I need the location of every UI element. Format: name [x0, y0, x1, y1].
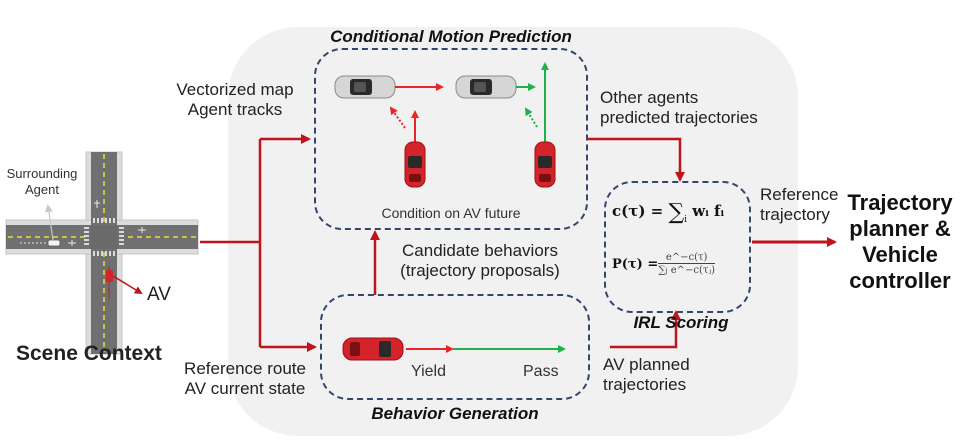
candidate-line2: (trajectory proposals): [400, 261, 560, 280]
av-label: AV: [147, 284, 171, 305]
prob-fraction: e^−c(τ) ∑j e^−c(τⱼ): [658, 252, 716, 276]
output-line1: Trajectory: [847, 190, 953, 215]
route-input-line1: Reference route: [184, 359, 306, 378]
behavior-box: [320, 294, 590, 400]
cost-formula-rhs: wᵢ fᵢ: [692, 202, 725, 220]
reference-line2: trajectory: [760, 205, 830, 224]
surrounding-agent-line1: Surrounding: [6, 166, 78, 181]
output-line2: planner &: [849, 216, 951, 241]
intersection-map: [5, 151, 199, 355]
av-car-map-icon: [106, 270, 113, 282]
av-planned-line1: AV planned: [603, 355, 690, 374]
other-agents-label: Other agents predicted trajectories: [600, 88, 800, 128]
av-planned-label: AV planned trajectories: [603, 355, 743, 395]
surrounding-agent-car-icon: [47, 239, 61, 247]
irl-box: [604, 181, 751, 313]
cost-formula-lhs: c(τ) =: [612, 202, 669, 220]
prediction-box: [314, 48, 588, 230]
pass-label: Pass: [523, 363, 559, 380]
behavior-scene: [342, 337, 566, 361]
output-line3: Vehicle: [862, 242, 938, 267]
prob-denominator: e^−c(τⱼ): [670, 265, 716, 276]
av-car-icon: [404, 141, 426, 188]
route-inputs-label: Reference route AV current state: [170, 359, 320, 399]
other-agents-line2: predicted trajectories: [600, 108, 758, 127]
av-car-icon: [342, 337, 404, 361]
scene-context-title: Scene Context: [16, 342, 162, 365]
irl-title: IRL Scoring: [633, 313, 729, 332]
map-input-line1: Vectorized map: [176, 80, 294, 99]
flow-arrows: [200, 134, 837, 352]
av-planned-line2: trajectories: [603, 375, 687, 394]
route-input-line2: AV current state: [184, 379, 306, 398]
trajectory-planner-output: Trajectory planner & Vehicle controller: [840, 190, 960, 294]
map-inputs-label: Vectorized map Agent tracks: [170, 80, 300, 120]
probability-formula: P(τ) = e^−c(τ) ∑j e^−c(τⱼ): [612, 252, 750, 276]
prob-formula-lhs: P(τ) =: [612, 256, 659, 272]
output-line4: controller: [849, 268, 951, 293]
sum-symbol: ∑: [668, 200, 685, 225]
reference-line1: Reference: [760, 185, 839, 204]
av-car-icon: [534, 141, 556, 188]
cost-formula: c(τ) = ∑i wᵢ fᵢ: [612, 200, 725, 225]
yield-label: Yield: [411, 363, 446, 380]
prediction-caption: Condition on AV future: [381, 205, 521, 221]
prob-numerator: e^−c(τ): [665, 252, 708, 263]
prediction-scene: [334, 62, 556, 188]
behavior-title: Behavior Generation: [371, 404, 539, 423]
reference-trajectory-label: Reference trajectory: [760, 185, 860, 225]
candidate-behaviors-label: Candidate behaviors (trajectory proposal…: [380, 241, 580, 281]
candidate-line1: Candidate behaviors: [402, 241, 558, 260]
agent-car-icon: [455, 75, 517, 99]
other-agents-line1: Other agents: [600, 88, 699, 107]
surrounding-agent-line2: Agent: [25, 182, 59, 197]
surrounding-agent-label: Surrounding Agent: [2, 166, 82, 198]
prediction-title: Conditional Motion Prediction: [330, 27, 572, 46]
map-input-line2: Agent tracks: [187, 100, 283, 119]
